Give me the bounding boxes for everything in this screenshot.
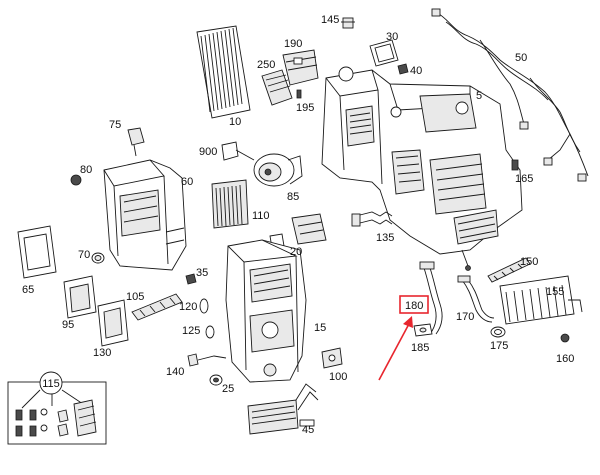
- part-60-housing: [103, 159, 187, 271]
- part-5-hvac-housing: [321, 66, 523, 271]
- label-900: 900: [199, 146, 217, 158]
- label-110: 110: [252, 210, 270, 222]
- part-100-actuator: [321, 347, 343, 369]
- inset-115-fastener-kit: [7, 381, 107, 445]
- label-180: 180: [405, 300, 423, 312]
- label-170: 170: [456, 311, 474, 323]
- part-190-housing: [282, 49, 319, 86]
- part-135-pipe: [351, 211, 393, 227]
- part-170-pipe: [457, 275, 495, 323]
- part-25-grommet: [209, 374, 223, 386]
- part-95-flap: [63, 275, 97, 319]
- label-185: 185: [411, 342, 429, 354]
- part-145-clip: [341, 17, 355, 29]
- label-175: 175: [490, 340, 508, 352]
- part-85-blower-motor: [253, 153, 303, 187]
- label-15: 15: [314, 322, 326, 334]
- part-65-gasket: [17, 225, 57, 279]
- part-195-screw: [296, 89, 302, 99]
- part-165-bolt: [511, 159, 519, 171]
- part-70-grommet: [91, 252, 105, 264]
- part-15-lower-housing: [225, 239, 307, 383]
- label-160: 160: [556, 353, 574, 365]
- label-140: 140: [166, 366, 184, 378]
- label-35: 35: [196, 267, 208, 279]
- highlight-180: [378, 295, 429, 381]
- part-185-seal: [413, 323, 433, 337]
- part-900-connector: [221, 141, 255, 161]
- part-120-oring: [199, 298, 209, 314]
- part-labels: 145 30 190 250 40 50 5 195 10 75 900 85 …: [22, 14, 574, 436]
- part-150-strip: [487, 257, 531, 283]
- label-130: 130: [93, 347, 111, 359]
- part-140-sensor-lead: [187, 353, 227, 367]
- label-65: 65: [22, 284, 34, 296]
- part-35-clip: [185, 273, 197, 285]
- label-10: 10: [229, 116, 241, 128]
- highlight-box: [399, 295, 429, 314]
- part-20-actuator: [269, 213, 327, 249]
- label-100: 100: [329, 371, 347, 383]
- label-145: 145: [321, 14, 339, 26]
- part-45-heater-core: [247, 383, 319, 435]
- label-150: 150: [520, 256, 538, 268]
- part-180-pipe: [419, 261, 443, 335]
- label-20: 20: [290, 246, 302, 258]
- label-45: 45: [302, 424, 314, 436]
- part-110-filter: [211, 179, 249, 229]
- label-115: 115: [42, 378, 60, 390]
- label-60: 60: [181, 176, 193, 188]
- part-40-clip: [397, 63, 409, 75]
- inset-115-callout: 115: [39, 371, 63, 395]
- label-250: 250: [257, 59, 275, 71]
- label-95: 95: [62, 319, 74, 331]
- label-70: 70: [78, 249, 90, 261]
- label-25: 25: [222, 383, 234, 395]
- label-75: 75: [109, 119, 121, 131]
- part-130-flap: [97, 299, 129, 347]
- highlight-arrow-head: [403, 316, 413, 328]
- inset-115-circle: [39, 371, 63, 395]
- label-5: 5: [476, 90, 482, 102]
- label-85: 85: [287, 191, 299, 203]
- label-125: 125: [182, 325, 200, 337]
- part-160-bolt: [560, 333, 570, 343]
- part-10-cabin-filter: [196, 25, 251, 119]
- label-120: 120: [179, 301, 197, 313]
- part-75-sensor: [127, 127, 145, 157]
- part-50-wiring-harness: [431, 8, 589, 182]
- part-175-oring: [490, 326, 506, 338]
- part-250-resistor: [261, 69, 293, 106]
- part-105-strip: [131, 293, 183, 321]
- part-125-oring: [205, 325, 215, 339]
- part-80-bolt: [70, 174, 82, 186]
- label-135: 135: [376, 232, 394, 244]
- label-155: 155: [546, 286, 564, 298]
- part-30-seal: [369, 39, 399, 67]
- label-50: 50: [515, 52, 527, 64]
- part-155-evaporator: [499, 275, 583, 325]
- label-30: 30: [386, 31, 398, 43]
- label-195: 195: [296, 102, 314, 114]
- label-105: 105: [126, 291, 144, 303]
- highlight-arrow-shaft: [378, 321, 411, 381]
- label-165: 165: [515, 173, 533, 185]
- label-40: 40: [410, 65, 422, 77]
- label-80: 80: [80, 164, 92, 176]
- label-190: 190: [284, 38, 302, 50]
